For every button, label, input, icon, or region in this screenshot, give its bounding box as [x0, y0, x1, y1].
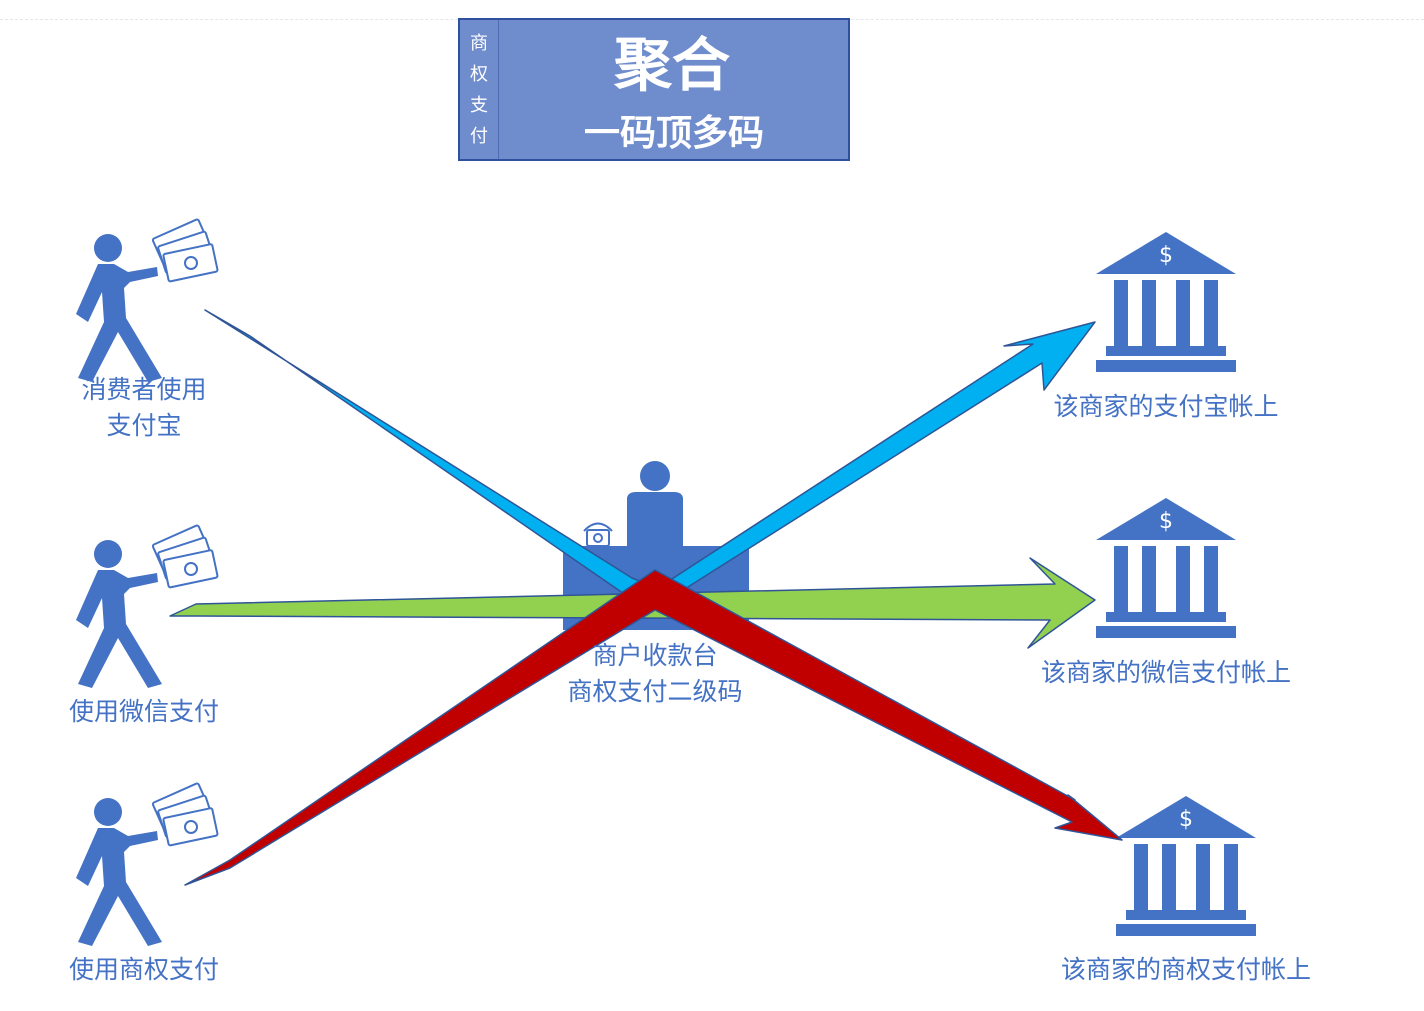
title-side-char: 权: [470, 63, 488, 85]
bank-symbol: $: [1159, 243, 1173, 268]
telephone-icon: [583, 522, 613, 547]
merchant-label-line: 商户收款台: [592, 641, 718, 670]
bank-symbol: $: [1159, 509, 1173, 534]
payer-label-line: 消费者使用: [81, 375, 207, 404]
title-subtitle: 一码顶多码: [583, 113, 764, 154]
payer-label-line: 使用微信支付: [68, 697, 219, 726]
title-main: 聚合: [613, 31, 730, 99]
payer-label-shangquan: 使用商权支付: [44, 952, 244, 988]
payer-label-line: 使用商权支付: [68, 955, 219, 984]
title-banner: 商 权 支 付 聚合 一码顶多码: [458, 18, 850, 161]
merchant-label-line: 商权支付二级码: [567, 677, 743, 706]
bank-label-wechat: 该商家的微信支付帐上: [1040, 658, 1291, 687]
title-side-char: 付: [470, 125, 488, 147]
payer-label-wechat: 使用微信支付: [44, 694, 244, 730]
shangquan-flow-arrow: [184, 569, 1123, 886]
payer-label-line: 支付宝: [106, 411, 182, 440]
person-paying-icon: [75, 781, 219, 947]
bank-symbol: $: [1179, 807, 1193, 832]
payer-label-alipay: 消费者使用 支付宝: [44, 372, 244, 444]
title-side-char: 支: [470, 94, 488, 116]
title-side-char: 商: [470, 32, 488, 54]
bank-label-shangquan: 该商家的商权支付帐上: [1060, 955, 1311, 984]
person-paying-icon: [75, 217, 219, 383]
bank-label-alipay: 该商家的支付宝帐上: [1053, 392, 1279, 421]
title-side-label: 商 权 支 付: [460, 20, 499, 159]
merchant-label: 商户收款台 商权支付二级码: [540, 638, 770, 710]
